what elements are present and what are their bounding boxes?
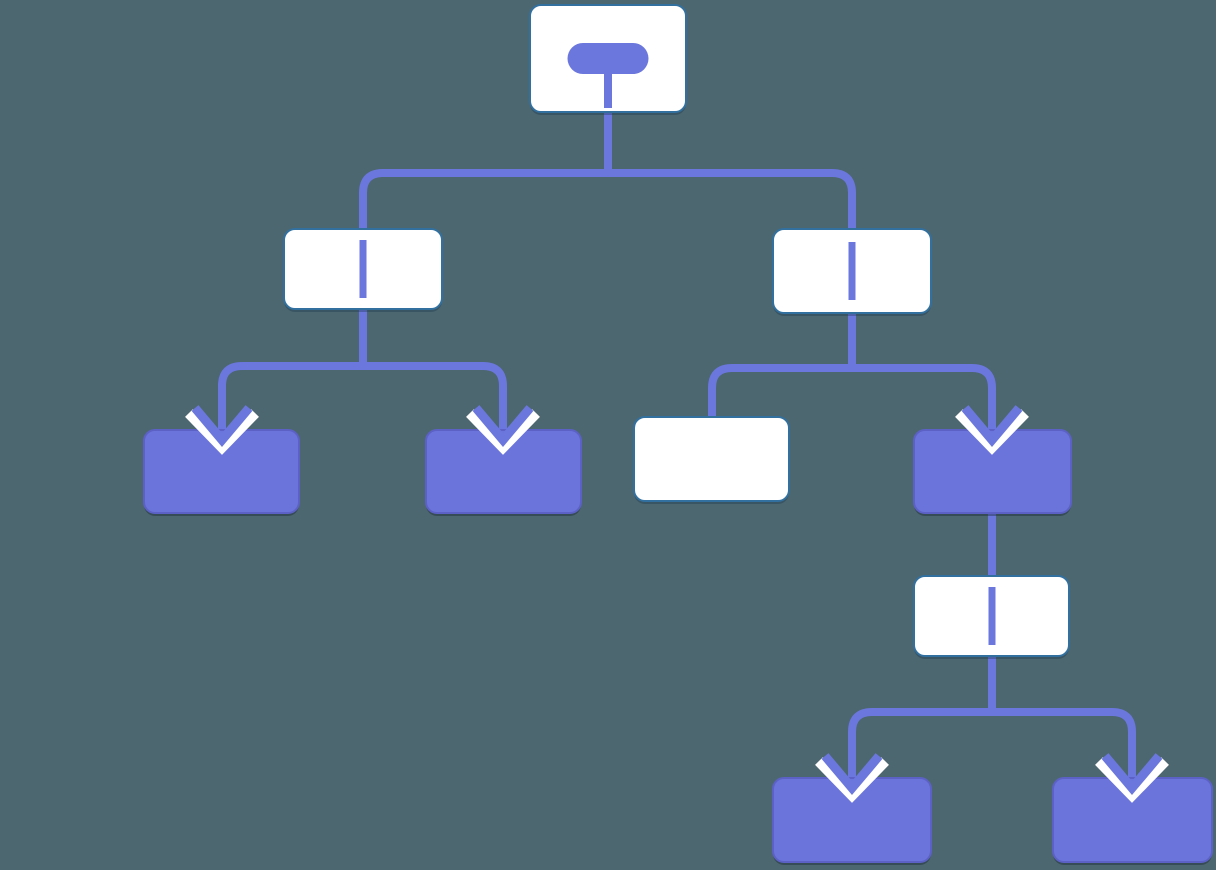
node-task-2[interactable] [425, 429, 582, 514]
node-split-bottom[interactable] [913, 575, 1070, 657]
split-bar-icon [359, 240, 367, 298]
node-task-5[interactable] [1052, 777, 1213, 863]
edge-level2-right-rail [708, 364, 996, 434]
node-task-3[interactable] [913, 429, 1072, 514]
stem-icon [604, 72, 612, 108]
split-bar-icon [988, 587, 995, 645]
split-bar-icon [848, 242, 856, 300]
node-split-right[interactable] [772, 228, 932, 314]
edge-level2-left-rail [218, 362, 507, 434]
node-blank[interactable] [633, 416, 790, 502]
node-task-4[interactable] [772, 777, 932, 863]
edge-level3-rail [848, 708, 1136, 782]
node-task-1[interactable] [143, 429, 300, 514]
edge-level1-rail [359, 169, 856, 228]
node-start[interactable] [529, 4, 687, 113]
pill-icon [567, 43, 649, 74]
node-split-left[interactable] [283, 228, 443, 310]
